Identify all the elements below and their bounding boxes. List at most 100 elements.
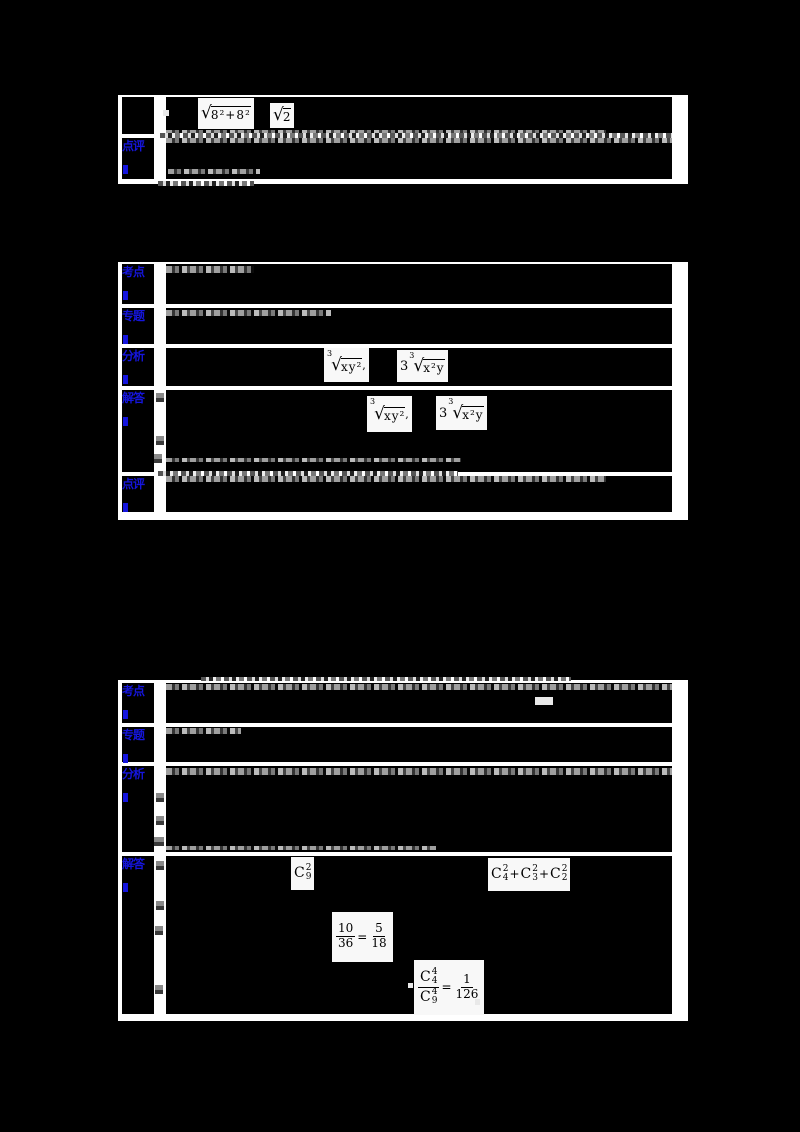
radical-sign: √	[201, 103, 212, 123]
text-fragment	[163, 110, 169, 116]
label-cell: 专题	[122, 726, 154, 763]
text-fragment	[154, 836, 164, 846]
fraction: 5 18	[369, 921, 388, 951]
label-colon-mark	[123, 165, 128, 174]
radicand: 2	[282, 108, 292, 124]
solution-tail-content: √8²+8² √2	[163, 97, 672, 134]
solution-label-link[interactable]: 解答	[122, 856, 145, 871]
c-base: C	[520, 866, 532, 882]
solution-label-link[interactable]: 解答	[122, 391, 145, 405]
radical-sign: √	[413, 355, 425, 376]
comma: ,	[362, 358, 366, 372]
table-row-exam-point: 考点	[122, 264, 672, 304]
comment-label-link[interactable]: 点评	[122, 477, 145, 491]
hidden-text-line	[166, 845, 436, 850]
label-colon-mark	[123, 753, 128, 763]
radicand: x²y	[462, 405, 484, 422]
radicand: x²y	[423, 358, 445, 375]
formula-sqrt-two: √2	[270, 103, 295, 128]
text-fragment	[156, 860, 164, 870]
radical-sign: √	[374, 403, 385, 424]
hidden-text-line	[201, 677, 571, 681]
exam-point-label-link[interactable]: 考点	[122, 265, 145, 279]
label-cell: 专题	[122, 308, 154, 344]
radical-degree: 3	[409, 351, 415, 360]
c-superscript: 2	[532, 863, 538, 874]
comment-label-link[interactable]: 点评	[122, 139, 145, 153]
hidden-text-line	[166, 266, 254, 273]
table-row-exam-point: 考点	[122, 677, 672, 723]
blank-underline	[535, 697, 553, 705]
numerator: 1	[461, 971, 473, 988]
label-colon-mark	[123, 792, 128, 802]
c-base: C	[294, 865, 305, 881]
exam-point-content	[166, 264, 672, 304]
table-row: √8²+8² √2	[122, 97, 672, 134]
analysis-label-link[interactable]: 分析	[122, 766, 145, 781]
c-subscript: 4	[431, 976, 438, 987]
table-row-analysis: 分析	[122, 765, 672, 852]
fraction: 10 36	[336, 921, 356, 951]
c-base: C	[420, 969, 431, 986]
hidden-text-line	[166, 458, 461, 462]
label-cell: 考点	[122, 683, 154, 723]
exam-point-label-link[interactable]: 考点	[122, 684, 145, 698]
c-subscript: 2	[561, 873, 568, 883]
text-fragment	[154, 454, 162, 463]
label-cell: 解答	[122, 390, 154, 472]
radicand: 8²+8²	[210, 106, 251, 122]
c-superscript: 4	[431, 986, 438, 997]
analysis-label-link[interactable]: 分析	[122, 349, 145, 363]
text-fragment	[155, 984, 163, 994]
label-cell: 点评	[122, 138, 154, 179]
radical-sign: √	[331, 354, 342, 375]
plus-sign: +	[509, 867, 520, 881]
label-colon-mark	[123, 417, 128, 426]
label-cell-empty	[122, 97, 154, 134]
c-superscript: 2	[561, 863, 568, 874]
formula-sqrt-sum: √8²+8²	[198, 98, 254, 129]
label-colon-mark	[123, 291, 128, 300]
text-fragment	[156, 393, 164, 402]
c-subscript: 9	[305, 872, 312, 882]
text-fragment	[156, 792, 164, 802]
punctuation-fragment	[408, 982, 413, 988]
formula-cbrt-xy2: 3√xy²,	[324, 348, 369, 382]
topic-label-link[interactable]: 专题	[122, 727, 145, 742]
text-fragment	[156, 815, 164, 825]
formula-cbrt-xy2: 3√xy²,	[367, 396, 412, 432]
table-row-topic: 专题	[122, 726, 672, 763]
table-row-topic: 专题	[122, 308, 672, 344]
plus-sign: +	[538, 867, 550, 881]
hidden-text-line	[166, 476, 606, 482]
label-colon-mark	[123, 710, 128, 719]
hidden-text-line	[166, 727, 241, 734]
radical-sign: √	[273, 105, 284, 125]
c-subscript: 9	[431, 995, 438, 1006]
equals-sign: =	[441, 980, 452, 994]
denominator: 126	[455, 986, 479, 1001]
punctuation-fragment	[475, 998, 480, 1005]
hidden-text-line	[166, 767, 672, 775]
hidden-text-line	[166, 138, 672, 143]
topic-label-link[interactable]: 专题	[122, 309, 145, 323]
label-cell: 考点	[122, 264, 154, 304]
table-row-comment: 点评	[122, 133, 672, 186]
hidden-text-line	[166, 130, 606, 134]
